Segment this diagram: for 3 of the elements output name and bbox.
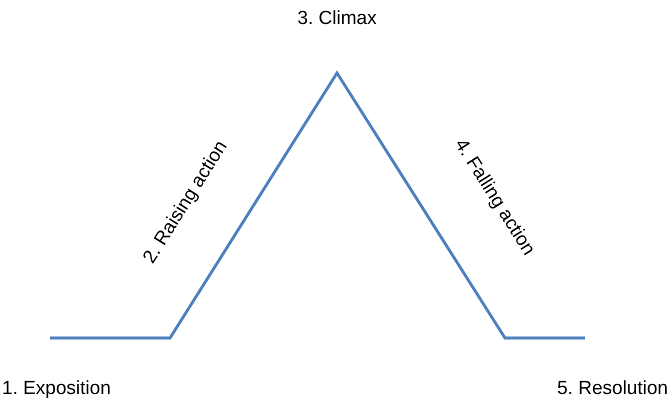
stage-label: 1. Exposition <box>2 378 111 399</box>
peak-label: 3. Climax <box>297 8 377 29</box>
stage-label: 5. Resolution <box>557 378 668 399</box>
